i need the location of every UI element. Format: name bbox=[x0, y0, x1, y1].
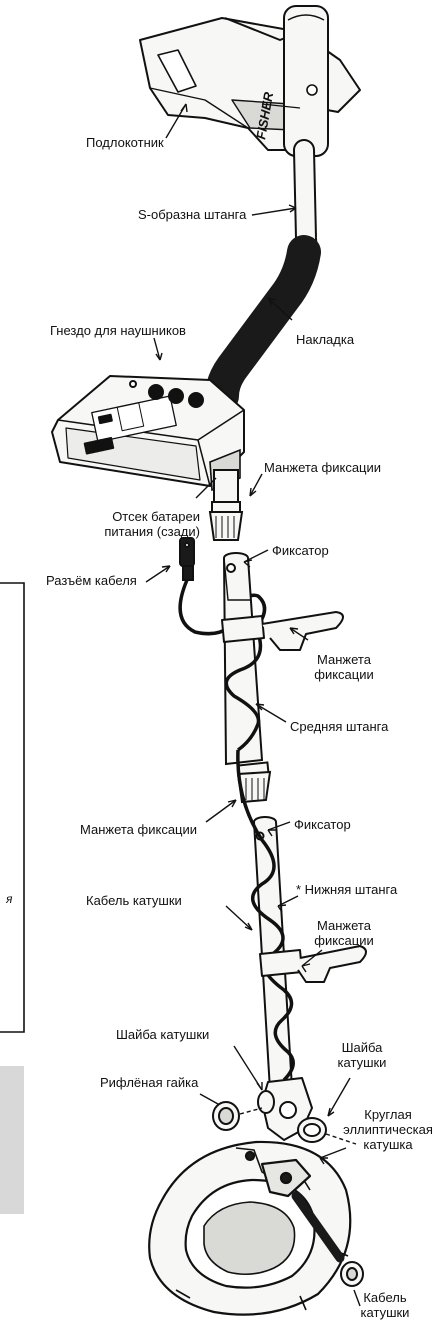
label-coil-cable-bottom-line1: Кабель bbox=[350, 1290, 420, 1305]
label-latch-2: Фиксатор bbox=[294, 817, 351, 832]
pad-grip bbox=[222, 252, 304, 396]
label-lower-shaft: * Нижняя штанга bbox=[296, 882, 397, 897]
coil-cable-nut bbox=[341, 1262, 363, 1286]
armrest bbox=[140, 6, 360, 156]
label-s-shaft: S-образна штанга bbox=[138, 207, 246, 222]
label-lock-cuff-4-line2: фиксации bbox=[300, 933, 388, 948]
label-lock-cuff-4-line1: Манжета bbox=[300, 918, 388, 933]
label-lock-cuff-3: Манжета фиксации bbox=[80, 822, 197, 837]
side-glyph: я bbox=[5, 892, 13, 906]
label-coil-washer-left: Шайба катушки bbox=[116, 1027, 209, 1042]
side-gray-box bbox=[0, 1066, 24, 1214]
label-middle-shaft: Средняя штанга bbox=[290, 719, 388, 734]
label-coil-cable-bottom: Кабель катушки bbox=[350, 1290, 420, 1320]
coil-washer-left bbox=[258, 1091, 274, 1113]
cable-connector bbox=[180, 538, 194, 580]
label-pad: Накладка bbox=[296, 332, 354, 347]
knurled-nut bbox=[213, 1102, 239, 1130]
label-coil-washer-right-line2: катушки bbox=[326, 1055, 398, 1070]
label-battery-compartment: Отсек батареи питания (сзади) bbox=[92, 509, 200, 539]
label-lock-cuff-1: Манжета фиксации bbox=[264, 460, 381, 475]
label-armrest: Подлокотник bbox=[86, 135, 164, 150]
label-coil-cable: Кабель катушки bbox=[86, 893, 182, 908]
label-latch-1: Фиксатор bbox=[272, 543, 329, 558]
label-headphone-jack: Гнездо для наушников bbox=[50, 323, 186, 338]
label-coil-line1: Круглая bbox=[336, 1107, 440, 1122]
label-coil-washer-right: Шайба катушки bbox=[326, 1040, 398, 1070]
lock-cuff-1 bbox=[210, 502, 242, 540]
label-coil-washer-right-line1: Шайба bbox=[326, 1040, 398, 1055]
label-lock-cuff-2-line2: фиксации bbox=[300, 667, 388, 682]
side-frame bbox=[0, 583, 24, 1032]
coil-washer-right bbox=[298, 1118, 326, 1142]
label-lock-cuff-4: Манжета фиксации bbox=[300, 918, 388, 948]
label-coil-line3: катушка bbox=[336, 1137, 440, 1152]
label-coil-line2: эллиптическая bbox=[336, 1122, 440, 1137]
label-battery-line2: питания (сзади) bbox=[92, 524, 200, 539]
upper-shaft-stub bbox=[214, 470, 238, 504]
label-knurled-nut: Рифлёная гайка bbox=[100, 1075, 198, 1090]
label-cable-connector: Разъём кабеля bbox=[46, 573, 137, 588]
label-search-coil: Круглая эллиптическая катушка bbox=[336, 1107, 440, 1152]
label-battery-line1: Отсек батареи bbox=[92, 509, 200, 524]
label-lock-cuff-2-line1: Манжета bbox=[300, 652, 388, 667]
label-lock-cuff-2: Манжета фиксации bbox=[300, 652, 388, 682]
label-coil-cable-bottom-line2: катушки bbox=[350, 1305, 420, 1320]
